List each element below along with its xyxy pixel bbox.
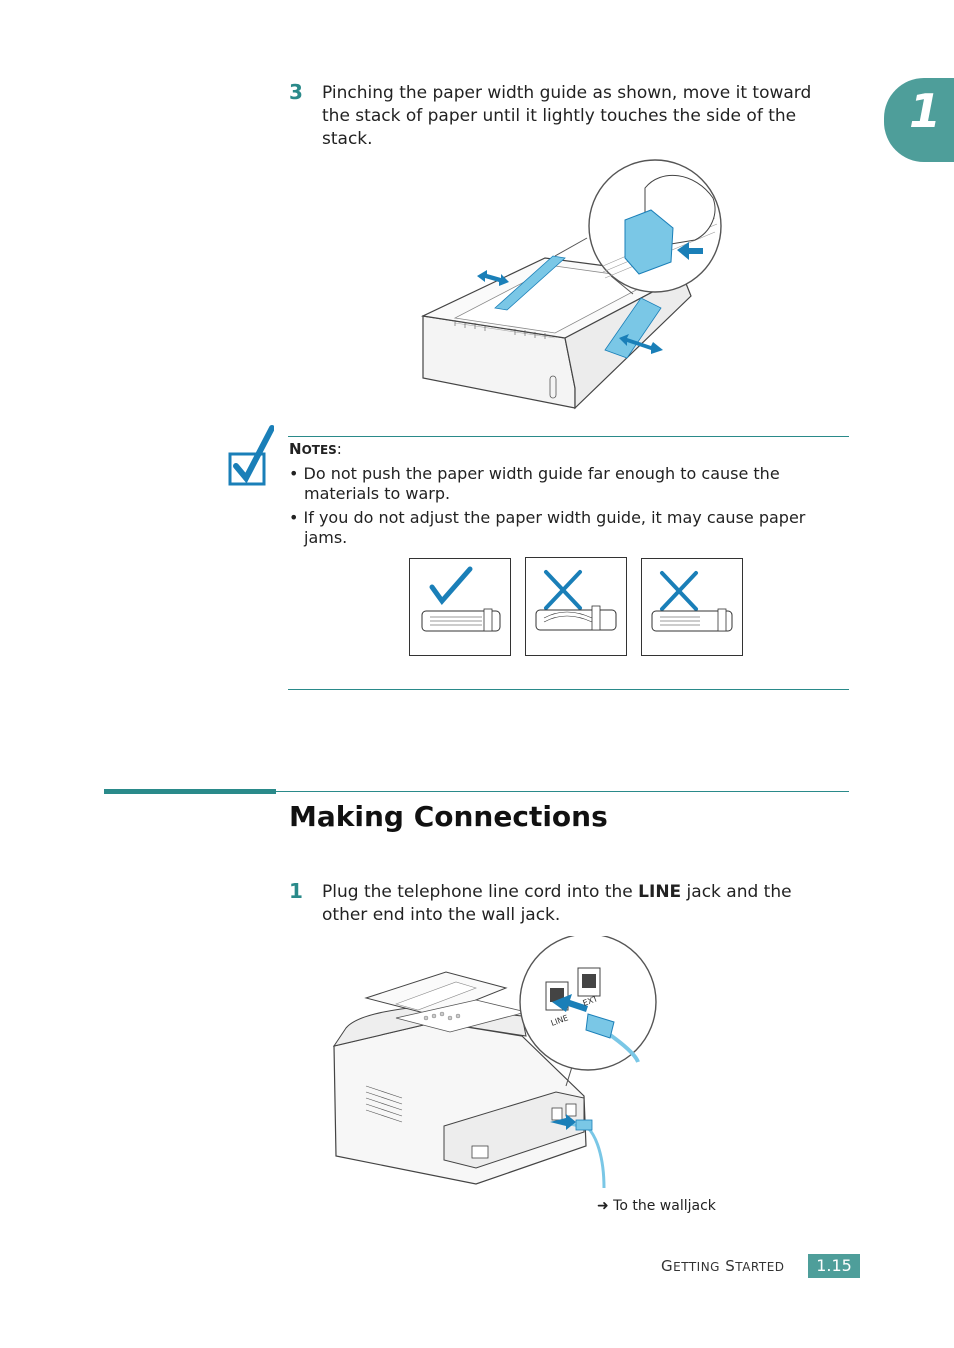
step-text: Plug the telephone line cord into the LI…: [322, 881, 842, 927]
step-text-line: Plug the telephone line cord into the LI…: [322, 881, 842, 904]
footer-letter: G: [661, 1257, 674, 1275]
note-item: • If you do not adjust the paper width g…: [289, 508, 849, 548]
section-title: Making Connections: [289, 800, 608, 833]
notes-heading: NOTES:: [289, 440, 342, 458]
note-item: • Do not push the paper width guide far …: [289, 464, 849, 504]
footer-smallcaps: ETTING: [673, 1260, 720, 1274]
warped-guide-thumbnail: [525, 557, 627, 656]
walljack-caption: ➜ To the walljack: [597, 1198, 716, 1214]
notes-heading-initial: N: [289, 440, 302, 458]
fax-machine-illustration: LINE EXT: [332, 936, 657, 1189]
notes-heading-colon: :: [336, 440, 342, 458]
paper-tray-illustration: [420, 159, 722, 410]
step-text-part: jack and the: [681, 882, 792, 902]
step-text-line: other end into the wall jack.: [322, 905, 561, 925]
step-text-line: stack.: [322, 129, 373, 149]
page-number: 1.15: [808, 1254, 860, 1278]
chapter-tab: [884, 78, 954, 162]
step-text-part: Plug the telephone line cord into the: [322, 882, 639, 902]
notes-heading-rest: OTES: [301, 443, 337, 457]
step-text: Pinching the paper width guide as shown,…: [322, 82, 842, 151]
step-text-line: the stack of paper until it lightly touc…: [322, 106, 797, 126]
note-line: • Do not push the paper width guide far …: [289, 464, 780, 483]
footer-letter: S: [725, 1257, 736, 1275]
footer-smallcaps: TARTED: [735, 1260, 785, 1274]
note-line: • If you do not adjust the paper width g…: [289, 508, 806, 527]
step-number: 1: [289, 879, 303, 903]
notes-bottom-rule: [288, 689, 849, 690]
step-number: 3: [289, 80, 303, 104]
chapter-number: 1: [908, 84, 941, 138]
section-rule: [276, 791, 849, 792]
footer-chapter-label: GETTING STARTED: [661, 1257, 785, 1275]
line-jack-label: LINE: [638, 882, 682, 902]
checkmark-icon: [228, 425, 274, 486]
notes-top-rule: [288, 436, 849, 437]
note-line: materials to warp.: [304, 484, 451, 503]
correct-guide-thumbnail: [409, 558, 511, 656]
note-line: jams.: [304, 528, 348, 547]
loose-guide-thumbnail: [641, 558, 743, 656]
step-text-line: Pinching the paper width guide as shown,…: [322, 83, 812, 103]
section-accent-bar: [104, 789, 276, 794]
